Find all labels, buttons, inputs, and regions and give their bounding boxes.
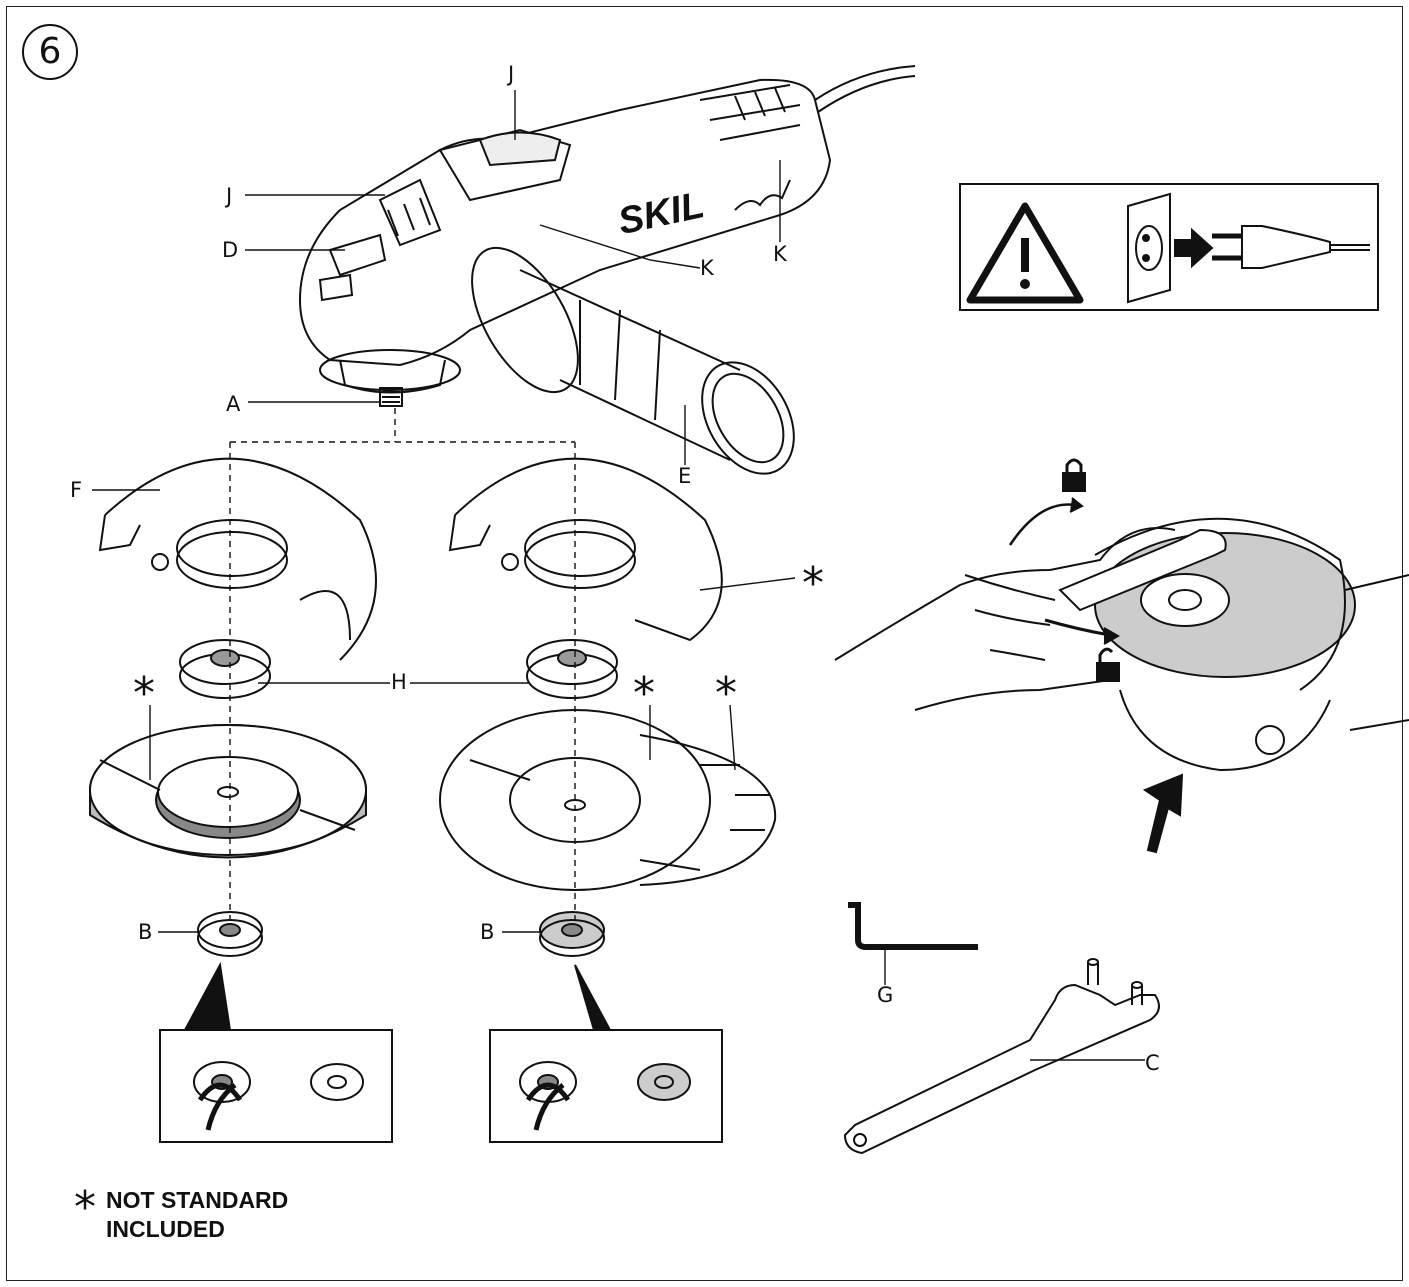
not-standard-star-guard: * [802,558,824,609]
footnote: * NOT STANDARD INCLUDED [74,1186,288,1244]
label-b-left: B [138,920,153,944]
padlock-unlocked-icon [1096,647,1120,682]
label-h: H [391,670,407,694]
footnote-line-1: NOT STANDARD [106,1187,289,1213]
not-standard-star-disc: * [133,668,155,719]
guard-optional [448,457,723,642]
footnote-line-2: INCLUDED [106,1216,225,1242]
plug-icon [1212,225,1370,269]
label-e: E [678,464,692,488]
unplug-socket-icon [1127,192,1171,304]
assembly-lines [229,408,576,920]
label-a: A [226,392,241,416]
not-standard-star-cutting-disc: * [633,668,655,719]
label-d: D [222,238,239,262]
grinding-disc [89,724,367,859]
label-b-right: B [480,920,495,944]
clamping-flange-b-right [539,911,605,957]
label-c: C [1145,1051,1160,1075]
arrow-right-icon [1174,227,1214,269]
label-g: G [877,983,894,1007]
label-k-handle: K [700,256,714,280]
allen-key-g [848,902,978,950]
label-j: J [226,184,233,208]
footnote-star: * [74,1182,96,1233]
flange-detail-box-left [159,961,393,1143]
label-j-top: J [508,62,515,86]
flange-h-right [526,639,618,699]
figure-frame [6,6,1403,1281]
not-standard-star-diamond-disc: * [715,668,737,719]
flange-h-left [179,639,271,699]
flange-detail-box-right [489,964,723,1143]
label-f: F [70,478,83,502]
disc-change-illustration [834,458,1409,854]
figure-number: 6 [22,24,78,80]
pin-spanner-c [843,958,1160,1155]
brand-logo: SKIL [615,184,708,243]
padlock-locked-icon [1062,458,1086,492]
push-arrow-icon [1142,773,1184,854]
leader-lines [92,90,1145,1061]
footnote-text: NOT STANDARD INCLUDED [106,1186,288,1244]
angle-grinder [298,65,916,475]
cutting-disc [439,709,777,891]
guard-f [98,457,377,661]
label-k-vent: K [773,242,787,266]
warning-triangle-icon [966,202,1084,304]
safety-warning-box [959,183,1379,311]
